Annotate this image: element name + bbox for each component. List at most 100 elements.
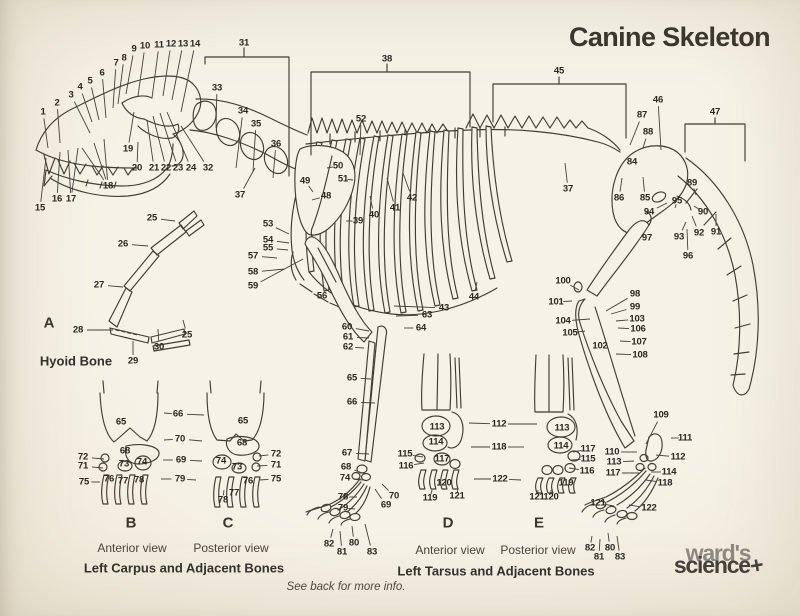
part-label-93: 93 bbox=[673, 231, 685, 243]
part-label-5: 5 bbox=[87, 75, 93, 87]
part-label-118: 118 bbox=[491, 441, 507, 453]
wards-science-logo: ward's science+ bbox=[658, 542, 778, 579]
part-label-54: 54 bbox=[262, 234, 274, 246]
part-label-60: 60 bbox=[341, 321, 353, 333]
part-label-14: 14 bbox=[189, 38, 201, 50]
part-label-106: 106 bbox=[630, 323, 646, 335]
part-label-83: 83 bbox=[614, 551, 626, 563]
part-label-76: 76 bbox=[103, 473, 115, 485]
part-label-3: 3 bbox=[68, 89, 74, 101]
logo-line2: science+ bbox=[673, 551, 765, 579]
part-label-28: 28 bbox=[72, 324, 84, 336]
carpus-caption: Left Carpus and Adjacent Bones bbox=[83, 560, 285, 576]
carpus-anterior-inset-drawing bbox=[99, 381, 159, 504]
part-label-49: 49 bbox=[299, 175, 311, 187]
part-label-70: 70 bbox=[174, 433, 186, 445]
part-label-109: 109 bbox=[653, 409, 669, 421]
part-label-115: 115 bbox=[580, 453, 596, 465]
part-label-9: 9 bbox=[131, 43, 137, 55]
part-label-91: 91 bbox=[710, 226, 722, 238]
part-label-97: 97 bbox=[641, 232, 653, 244]
part-label-62: 62 bbox=[342, 341, 354, 353]
part-label-74: 74 bbox=[136, 456, 148, 468]
part-label-10: 10 bbox=[139, 40, 151, 52]
section-letter-c: C bbox=[222, 514, 234, 532]
part-label-74: 74 bbox=[339, 472, 351, 484]
part-label-45: 45 bbox=[553, 65, 565, 77]
part-label-101: 101 bbox=[548, 296, 564, 308]
hyoid-caption: Hyoid Bone bbox=[39, 353, 113, 369]
part-label-6: 6 bbox=[99, 67, 105, 79]
part-label-71: 71 bbox=[270, 459, 282, 471]
part-label-11: 11 bbox=[154, 39, 164, 51]
part-label-58: 58 bbox=[247, 266, 259, 278]
part-label-24: 24 bbox=[185, 162, 197, 174]
part-label-71: 71 bbox=[77, 460, 89, 472]
part-label-36: 36 bbox=[270, 138, 282, 150]
part-label-25: 25 bbox=[181, 329, 193, 341]
part-label-33: 33 bbox=[211, 82, 223, 94]
part-label-72: 72 bbox=[270, 448, 282, 460]
part-label-16: 16 bbox=[51, 193, 63, 205]
part-label-35: 35 bbox=[250, 118, 262, 130]
part-label-31: 31 bbox=[238, 37, 250, 49]
part-label-80: 80 bbox=[604, 542, 616, 554]
part-label-44: 44 bbox=[468, 291, 480, 303]
section-letter-d: D bbox=[442, 514, 454, 532]
part-label-83: 83 bbox=[366, 546, 378, 558]
part-label-94: 94 bbox=[643, 206, 655, 218]
part-label-29: 29 bbox=[127, 355, 139, 367]
part-label-77: 77 bbox=[117, 475, 129, 487]
part-label-65: 65 bbox=[237, 415, 249, 427]
part-label-22: 22 bbox=[160, 162, 172, 174]
part-label-32: 32 bbox=[202, 162, 214, 174]
part-label-95: 95 bbox=[671, 195, 683, 207]
part-label-25: 25 bbox=[146, 212, 158, 224]
part-label-84: 84 bbox=[626, 156, 638, 168]
part-label-48: 48 bbox=[320, 190, 332, 202]
part-label-64: 64 bbox=[415, 322, 427, 334]
part-label-112: 112 bbox=[491, 418, 507, 430]
part-label-107: 107 bbox=[631, 336, 647, 348]
part-label-73: 73 bbox=[118, 458, 130, 470]
part-label-26: 26 bbox=[117, 238, 129, 250]
part-label-51: 51 bbox=[337, 173, 349, 185]
part-label-40: 40 bbox=[368, 209, 380, 221]
part-label-66: 66 bbox=[172, 408, 184, 420]
part-label-122: 122 bbox=[641, 502, 657, 514]
part-label-120: 120 bbox=[543, 491, 559, 503]
part-label-114: 114 bbox=[553, 440, 569, 452]
part-label-104: 104 bbox=[555, 315, 571, 327]
part-label-53: 53 bbox=[262, 218, 274, 230]
part-label-37: 37 bbox=[562, 183, 574, 195]
section-letter-b: B bbox=[125, 514, 137, 532]
part-label-86: 86 bbox=[613, 192, 625, 204]
tarsus-posterior-view-label: Posterior view bbox=[500, 543, 576, 557]
part-label-12: 12 bbox=[165, 38, 177, 50]
part-label-90: 90 bbox=[697, 206, 709, 218]
range-brackets bbox=[205, 48, 745, 176]
part-label-75: 75 bbox=[78, 476, 90, 488]
part-label-74: 74 bbox=[215, 455, 227, 467]
tarsus-anterior-view-label: Anterior view bbox=[415, 543, 485, 557]
part-label-98: 98 bbox=[629, 288, 641, 300]
part-label-61: 61 bbox=[342, 331, 354, 343]
part-label-117: 117 bbox=[605, 467, 621, 479]
part-label-121: 121 bbox=[529, 491, 545, 503]
part-label-119: 119 bbox=[558, 477, 574, 489]
part-label-43: 43 bbox=[438, 302, 450, 314]
part-label-2: 2 bbox=[54, 97, 60, 109]
part-label-42: 42 bbox=[406, 192, 418, 204]
part-label-50: 50 bbox=[332, 160, 344, 172]
part-label-113: 113 bbox=[429, 421, 445, 433]
part-label-103: 103 bbox=[629, 313, 645, 325]
part-label-70: 70 bbox=[388, 490, 400, 502]
part-label-47: 47 bbox=[709, 106, 721, 118]
part-label-100: 100 bbox=[555, 275, 571, 287]
part-label-112: 112 bbox=[670, 451, 686, 463]
part-label-21: 21 bbox=[148, 162, 160, 174]
see-back-note: See back for more info. bbox=[286, 581, 406, 593]
part-label-66: 66 bbox=[346, 396, 358, 408]
part-label-121: 121 bbox=[590, 497, 606, 509]
